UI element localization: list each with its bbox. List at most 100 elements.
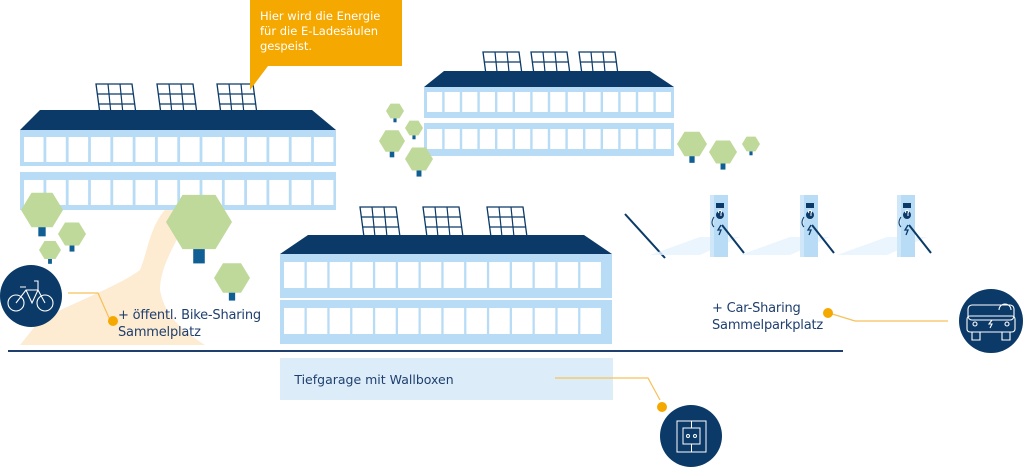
window bbox=[512, 262, 533, 288]
solar-panel-icon bbox=[422, 206, 464, 238]
tree-icon bbox=[405, 120, 423, 140]
energy-callout-text: Hier wird die Energie für die E-Ladesäul… bbox=[260, 9, 400, 54]
window bbox=[655, 129, 671, 149]
window bbox=[135, 137, 155, 162]
window bbox=[603, 92, 619, 112]
window bbox=[585, 129, 601, 149]
window bbox=[157, 180, 178, 205]
window bbox=[329, 262, 351, 288]
walking-path bbox=[20, 195, 205, 345]
window bbox=[291, 137, 312, 162]
bike-sharing-line2: Sammelplatz bbox=[118, 325, 201, 340]
window bbox=[420, 308, 442, 334]
trees bbox=[21, 103, 760, 301]
window bbox=[398, 308, 419, 334]
window bbox=[90, 137, 111, 162]
window bbox=[462, 92, 478, 112]
window bbox=[580, 308, 601, 334]
window bbox=[247, 180, 267, 205]
window bbox=[479, 92, 495, 112]
window bbox=[512, 308, 533, 334]
solar-panel-icon bbox=[486, 206, 528, 238]
window bbox=[534, 308, 556, 334]
window bbox=[398, 262, 419, 288]
window bbox=[550, 92, 566, 112]
building-top bbox=[424, 51, 674, 156]
window bbox=[603, 129, 619, 149]
tree-icon bbox=[379, 130, 405, 158]
window bbox=[202, 137, 222, 162]
window bbox=[489, 262, 510, 288]
car-connector bbox=[828, 312, 948, 322]
garage-label: Tiefgarage mit Wallboxen bbox=[294, 372, 454, 387]
window bbox=[306, 308, 328, 334]
charging-station-icon bbox=[649, 194, 745, 258]
solar-panel-icon bbox=[359, 206, 401, 238]
car-sharing-line1: + Car-Sharing bbox=[712, 301, 801, 316]
callout-line: Hier wird die Energie bbox=[260, 9, 381, 23]
energy-callout bbox=[250, 0, 402, 90]
electric-car-icon bbox=[959, 289, 1023, 353]
window bbox=[497, 129, 513, 149]
window bbox=[247, 137, 267, 162]
window bbox=[638, 92, 654, 112]
tree-icon bbox=[58, 222, 86, 252]
window bbox=[135, 180, 155, 205]
window bbox=[24, 137, 44, 162]
car-sharing-line2: Sammelparkplatz bbox=[712, 318, 823, 333]
window bbox=[532, 92, 548, 112]
window bbox=[284, 262, 305, 288]
window bbox=[68, 137, 89, 162]
tree-icon bbox=[405, 147, 433, 177]
window bbox=[313, 180, 334, 205]
window bbox=[224, 180, 245, 205]
window bbox=[515, 129, 531, 149]
window bbox=[585, 92, 601, 112]
tree-icon bbox=[677, 131, 707, 163]
window bbox=[557, 308, 579, 334]
window bbox=[180, 137, 200, 162]
window bbox=[46, 137, 66, 162]
building-left bbox=[20, 83, 336, 210]
tree-icon bbox=[742, 136, 760, 156]
window bbox=[655, 92, 671, 112]
window bbox=[269, 180, 289, 205]
solar-panel-icon bbox=[95, 83, 137, 115]
tree-icon bbox=[21, 192, 63, 237]
window bbox=[557, 262, 579, 288]
window bbox=[466, 308, 487, 334]
tree-icon bbox=[214, 263, 250, 301]
window bbox=[580, 262, 601, 288]
bicycle-icon bbox=[0, 265, 62, 327]
window bbox=[466, 262, 487, 288]
window bbox=[427, 129, 443, 149]
parking-line bbox=[624, 213, 666, 259]
window bbox=[479, 129, 495, 149]
window bbox=[534, 262, 556, 288]
tree-icon bbox=[386, 103, 404, 123]
window bbox=[291, 180, 312, 205]
window bbox=[497, 92, 513, 112]
window bbox=[113, 137, 133, 162]
window bbox=[638, 129, 654, 149]
window bbox=[329, 308, 351, 334]
tree-icon bbox=[39, 241, 61, 264]
window bbox=[462, 129, 478, 149]
window bbox=[375, 308, 396, 334]
window bbox=[567, 129, 583, 149]
window bbox=[420, 262, 442, 288]
window bbox=[375, 262, 396, 288]
garage-connector bbox=[555, 377, 661, 401]
window bbox=[224, 137, 245, 162]
window bbox=[68, 180, 89, 205]
window bbox=[269, 137, 289, 162]
window bbox=[489, 308, 510, 334]
window bbox=[306, 262, 328, 288]
charging-station-icon bbox=[836, 194, 932, 258]
window bbox=[443, 262, 465, 288]
window bbox=[444, 92, 460, 112]
window bbox=[567, 92, 583, 112]
window bbox=[443, 308, 465, 334]
window bbox=[313, 137, 334, 162]
wallbox-socket-icon bbox=[660, 405, 722, 467]
